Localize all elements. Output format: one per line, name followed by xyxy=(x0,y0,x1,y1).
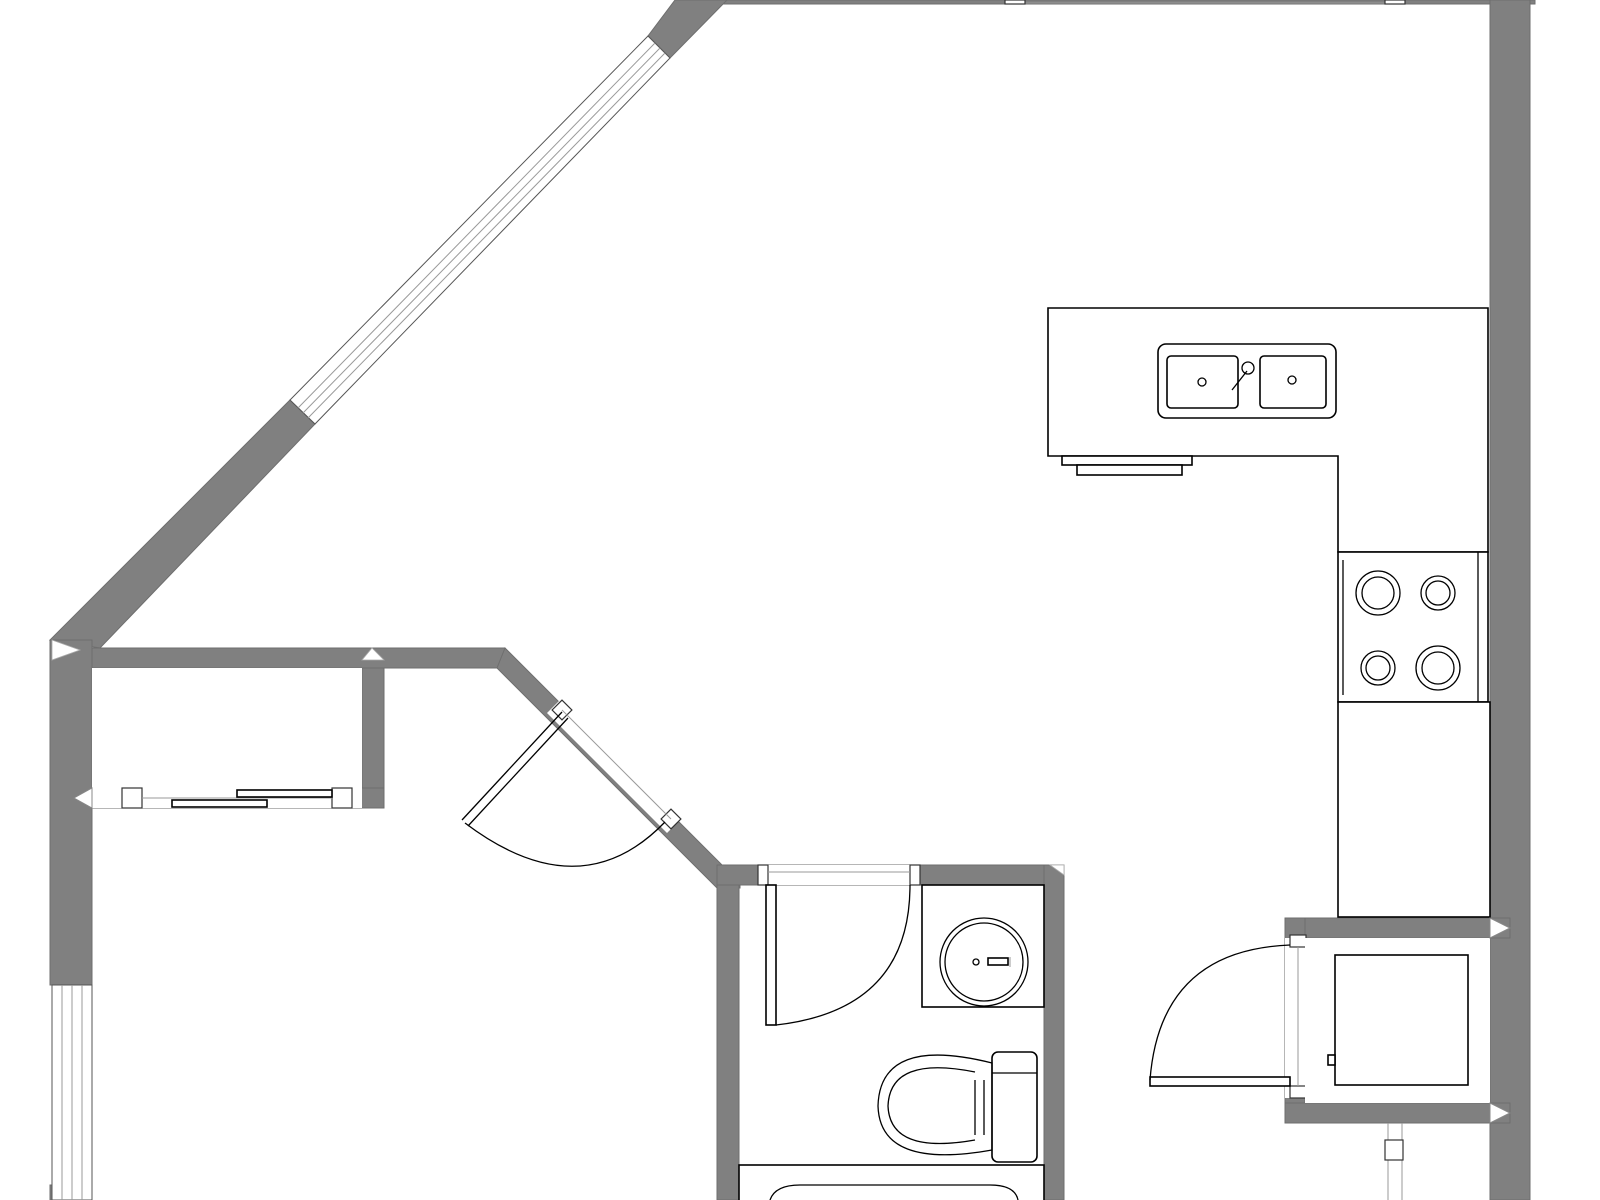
utility-valve xyxy=(1384,1123,1404,1200)
left-window xyxy=(51,984,93,1200)
bathroom-door xyxy=(757,864,921,1026)
closet-interior xyxy=(92,668,362,788)
bathtub-icon xyxy=(738,1164,1045,1200)
bathroom-sink-icon xyxy=(921,884,1045,1008)
wall-bath-right xyxy=(1043,864,1065,1200)
exterior-walls xyxy=(48,0,1536,1200)
wall-diagonal-lower xyxy=(48,399,316,649)
wall-closet-top xyxy=(91,647,516,669)
wall-utility-bottom xyxy=(1284,1102,1511,1124)
closet-sliding-door xyxy=(72,787,362,809)
diagonal-window xyxy=(289,35,671,425)
wall-bath-left xyxy=(716,867,740,1200)
wall-closet-right xyxy=(361,667,385,809)
toilet-icon xyxy=(877,1051,1038,1163)
wall-right xyxy=(1489,0,1531,1200)
wall-utility-top xyxy=(1284,917,1511,939)
wall-notches xyxy=(51,639,1065,876)
utility-door xyxy=(1149,934,1307,1099)
refrigerator xyxy=(1337,701,1491,918)
double-sink-icon xyxy=(1157,343,1337,419)
wall-left xyxy=(49,639,93,986)
bedroom-door xyxy=(461,699,682,867)
top-window xyxy=(1004,0,1406,5)
water-heater-icon xyxy=(1305,938,1490,1103)
range-burner-icon xyxy=(1337,551,1489,703)
